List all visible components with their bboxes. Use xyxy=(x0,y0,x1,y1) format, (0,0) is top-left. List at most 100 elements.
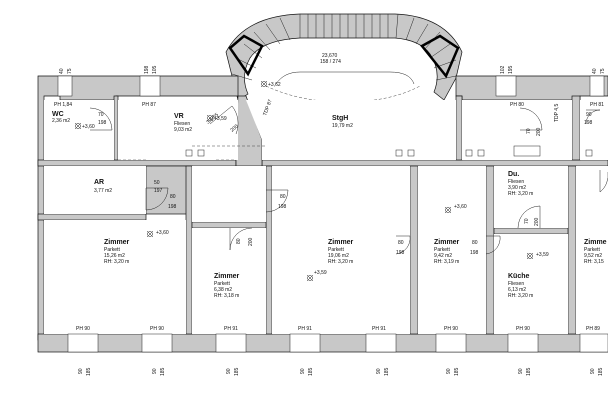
bottom-dim-a: 90 xyxy=(78,368,84,374)
parapet-label: PH 80 xyxy=(510,102,524,108)
room-name: Zimmer xyxy=(104,239,130,246)
door-dim: 70 xyxy=(526,128,532,134)
door-dim: 198 xyxy=(98,120,107,126)
parapet-label: PH 91 xyxy=(224,326,238,332)
bottom-dim-b: 185 xyxy=(234,367,240,376)
door-dim: TDP 4,5 xyxy=(554,104,560,122)
room-zimmer-3: Zimmer Parkett 19,06 m2 RH: 3,20 m xyxy=(328,239,354,265)
door-dim: 198 xyxy=(168,204,177,210)
room-du: Du. Fliesen 3,90 m2 RH: 3,20 m xyxy=(508,171,533,197)
room-kueche: Küche Fliesen 6,13 m2 RH: 3,20 m xyxy=(508,273,533,299)
level-value: +3,59 xyxy=(214,116,227,122)
door-dim: 198 xyxy=(584,120,593,126)
bottom-dim-a: 90 xyxy=(226,368,232,374)
bottom-dim-a: 90 xyxy=(152,368,158,374)
room-name: Zimmer xyxy=(328,239,354,246)
room-wc: PH 1,84 WC 2,36 m2 xyxy=(52,102,72,124)
room-height: RH: 3,20 m xyxy=(508,293,533,299)
level-marker: +3,62 xyxy=(260,80,281,88)
stair-window-right xyxy=(420,34,460,79)
parapet-label: PH 91 xyxy=(298,326,312,332)
top-dim-a: 40 xyxy=(59,68,65,74)
room-floor: Parkett xyxy=(434,247,450,253)
top-dim-b: 75 xyxy=(67,68,73,74)
room-area: 6,13 m2 xyxy=(508,287,526,293)
top-dim-b: 75 xyxy=(600,68,606,74)
room-height: RH: 3,20 m xyxy=(328,259,353,265)
room-zimmer-5: Zimme Parkett 9,52 m2 RH: 3,15 xyxy=(584,239,607,265)
bottom-dim-b: 185 xyxy=(86,367,92,376)
bottom-dim-a: 90 xyxy=(518,368,524,374)
room-name: Zimmer xyxy=(434,239,460,246)
stair-ratio-label: 158 / 274 xyxy=(320,59,341,65)
room-floors xyxy=(44,100,608,334)
bottom-dim-a: 90 xyxy=(590,368,596,374)
room-height: RH: 3,18 m xyxy=(214,293,239,299)
room-floor: Parkett xyxy=(214,281,230,287)
level-marker: +3,59 xyxy=(526,252,549,260)
top-dim-a: 102 xyxy=(500,65,506,74)
room-name: Zimme xyxy=(584,239,607,246)
door-dim: 80 xyxy=(170,194,176,200)
level-markers: +3,60 +3,59 +3,62 +3,60 +3,59 +3,60 +3,5… xyxy=(74,80,549,282)
parapet-label: PH 1,84 xyxy=(54,102,72,108)
door-dim: 197 xyxy=(154,188,163,194)
room-name: Küche xyxy=(508,273,530,280)
door-dim: 198 xyxy=(396,250,405,256)
room-height: RH: 3,19 m xyxy=(434,259,459,265)
level-marker: +3,59 xyxy=(206,114,227,122)
parapet-label: PH 91 xyxy=(372,326,386,332)
top-dim-b: 105 xyxy=(152,65,158,74)
room-height: RH: 3,20 m xyxy=(508,191,533,197)
room-area: 19,79 m2 xyxy=(332,123,353,129)
bottom-windows xyxy=(67,333,608,353)
level-marker: +3,60 xyxy=(146,230,169,238)
room-floor: Parkett xyxy=(328,247,344,253)
door-dim: 200 xyxy=(248,237,254,246)
level-value: +3,59 xyxy=(314,270,327,276)
room-floor: Fliesen xyxy=(174,121,190,127)
bottom-dim-b: 185 xyxy=(454,367,460,376)
room-area: 9,52 m2 xyxy=(584,253,602,259)
room-zimmer-1: Zimmer Parkett 15,26 m2 RH: 3,20 m xyxy=(104,239,130,265)
room-name: StgH xyxy=(332,115,348,122)
door-dim: 80 xyxy=(280,194,286,200)
door-dim: 200 xyxy=(229,123,239,133)
parapet-label: PH 90 xyxy=(444,326,458,332)
level-marker: +3,60 xyxy=(74,122,95,130)
top-windows xyxy=(57,75,605,97)
room-floor: Parkett xyxy=(104,247,120,253)
level-value: +3,60 xyxy=(454,204,467,210)
door-dim: TDP 87 xyxy=(262,99,273,117)
markers xyxy=(185,145,593,157)
door-dim: 70 xyxy=(524,218,530,224)
door-dim: 198 xyxy=(470,250,479,256)
parapet-label: PH 87 xyxy=(142,102,156,108)
parapet-label: PH 90 xyxy=(76,326,90,332)
parapet-label: PH 90 xyxy=(516,326,530,332)
room-area: 9,42 m2 xyxy=(434,253,452,259)
door-dim: 50 xyxy=(154,180,160,186)
stair-window-left xyxy=(228,34,264,77)
parapet-label: PH 90 xyxy=(150,326,164,332)
top-dim-a: 40 xyxy=(592,68,598,74)
room-floor: Parkett xyxy=(584,247,600,253)
room-area: 9,03 m2 xyxy=(174,127,192,133)
room-stgh: StgH 19,79 m2 PH 80 PH 81 xyxy=(332,102,604,129)
door-dimensions: 70 198 200 3,5/65 50 197 80 198 80 198 8… xyxy=(98,99,593,256)
room-area: 19,06 m2 xyxy=(328,253,349,259)
room-name: VR xyxy=(174,113,184,120)
bottom-dim-b: 185 xyxy=(160,367,166,376)
door-dim: 80 xyxy=(398,240,404,246)
room-area: 3,90 m2 xyxy=(508,185,526,191)
room-zimmer-2: Zimmer Parkett 6,38 m2 RH: 3,18 m xyxy=(214,273,240,299)
room-height: RH: 3,20 m xyxy=(104,259,129,265)
door-dim: 198 xyxy=(278,204,287,210)
room-name: Zimmer xyxy=(214,273,240,280)
bottom-dim-b: 185 xyxy=(384,367,390,376)
room-area: 15,26 m2 xyxy=(104,253,125,259)
room-name: Du. xyxy=(508,171,519,178)
door-dim: 200 xyxy=(536,127,542,136)
bottom-dim-a: 90 xyxy=(300,368,306,374)
bottom-dim-b: 185 xyxy=(526,367,532,376)
